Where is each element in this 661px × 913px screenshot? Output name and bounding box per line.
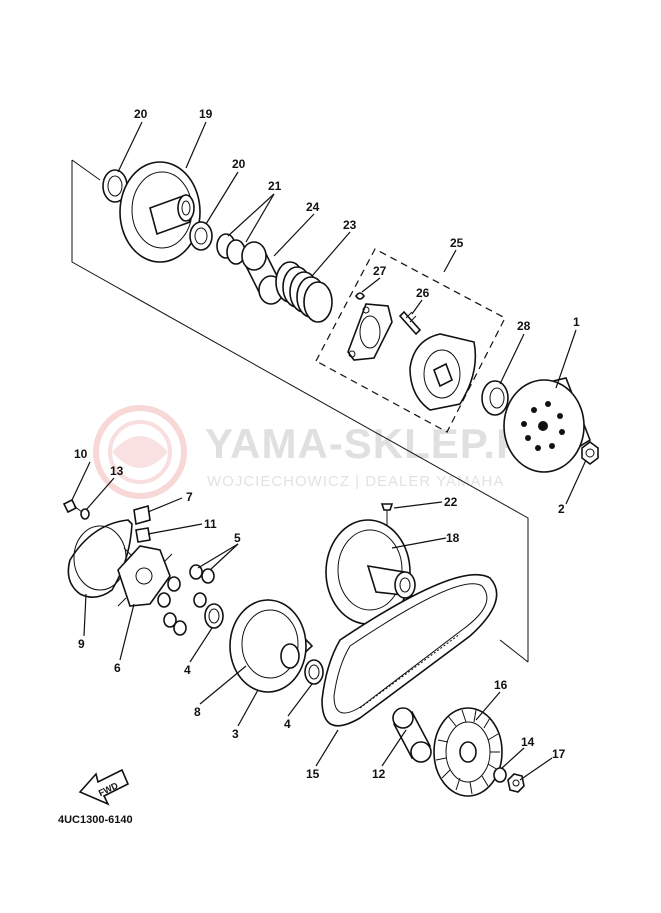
callout-14: 14 — [521, 735, 535, 749]
watermark-logo — [93, 405, 187, 499]
callout-3: 3 — [232, 727, 239, 741]
callout-16: 16 — [494, 678, 508, 692]
collar-4-left — [204, 603, 224, 629]
sliding-sheave-18 — [325, 519, 416, 625]
callout-1: 1 — [573, 315, 580, 329]
callout-19: 19 — [199, 107, 213, 121]
oil-seal-20-top — [102, 169, 128, 203]
callout-24: 24 — [306, 200, 320, 214]
callouts: 20 19 20 21 24 23 25 27 26 28 1 2 10 13 … — [74, 107, 580, 781]
callout-25: 25 — [450, 236, 464, 250]
secondary-sheave-19 — [119, 161, 201, 263]
clutch-assembly-group-box — [315, 248, 506, 433]
callout-20-second: 20 — [232, 157, 246, 171]
compression-spring-23 — [275, 261, 333, 323]
primary-sliding-sheave-3 — [229, 598, 314, 693]
callout-11: 11 — [204, 517, 217, 531]
callout-22: 22 — [444, 495, 458, 509]
clutch-plate — [347, 303, 393, 361]
callout-26: 26 — [416, 286, 430, 300]
callout-23: 23 — [343, 218, 357, 232]
callout-17: 17 — [552, 747, 566, 761]
callout-2: 2 — [558, 502, 565, 516]
diagram-code: 4UC1300-6140 — [58, 814, 133, 826]
callout-15: 15 — [306, 767, 320, 781]
cover-9 — [67, 519, 133, 598]
callout-28: 28 — [517, 319, 531, 333]
o-rings-21 — [216, 233, 246, 265]
callout-7: 7 — [186, 490, 193, 504]
callout-20-top: 20 — [134, 107, 148, 121]
callout-27: 27 — [373, 264, 387, 278]
callout-21: 21 — [268, 179, 282, 193]
watermark-subtitle: WOJCIECHOWICZ | DEALER YAMAHA — [207, 473, 504, 490]
collar-4-right — [304, 659, 324, 685]
callout-4-right: 4 — [284, 717, 291, 731]
callout-6: 6 — [114, 661, 121, 675]
v-belt-15 — [321, 573, 498, 727]
watermark-title: YAMA-SKLEP.PL — [205, 420, 552, 467]
assembly-frame — [71, 159, 529, 663]
callout-12: 12 — [372, 767, 386, 781]
callout-18: 18 — [446, 531, 460, 545]
clip-27 — [355, 292, 365, 300]
callout-10: 10 — [74, 447, 88, 461]
cam-6 — [117, 545, 173, 607]
bolt-10 — [62, 498, 83, 514]
collar-sleeve-12 — [392, 707, 432, 763]
fixed-sheave-fan-16 — [433, 707, 503, 797]
callout-13: 13 — [110, 464, 124, 478]
leader-lines — [71, 121, 587, 781]
clutch-housing-1 — [503, 377, 591, 473]
spring-pin-26 — [398, 310, 422, 336]
slider-7 — [133, 504, 151, 526]
callout-5: 5 — [234, 531, 241, 545]
slider-11 — [135, 527, 151, 543]
fwd-arrow-icon: FWD — [78, 768, 130, 806]
washer-14 — [493, 767, 507, 783]
oil-seal-20-second — [189, 221, 213, 251]
callout-4-left: 4 — [184, 663, 191, 677]
clutch-carrier-25 — [409, 333, 477, 411]
callout-9: 9 — [78, 637, 85, 651]
nut-17 — [507, 773, 525, 793]
bearing-collar-28 — [481, 380, 509, 416]
nut-2 — [581, 441, 599, 465]
washer-13 — [80, 508, 90, 520]
weight-rollers-5 — [157, 564, 215, 636]
callout-8: 8 — [194, 705, 201, 719]
